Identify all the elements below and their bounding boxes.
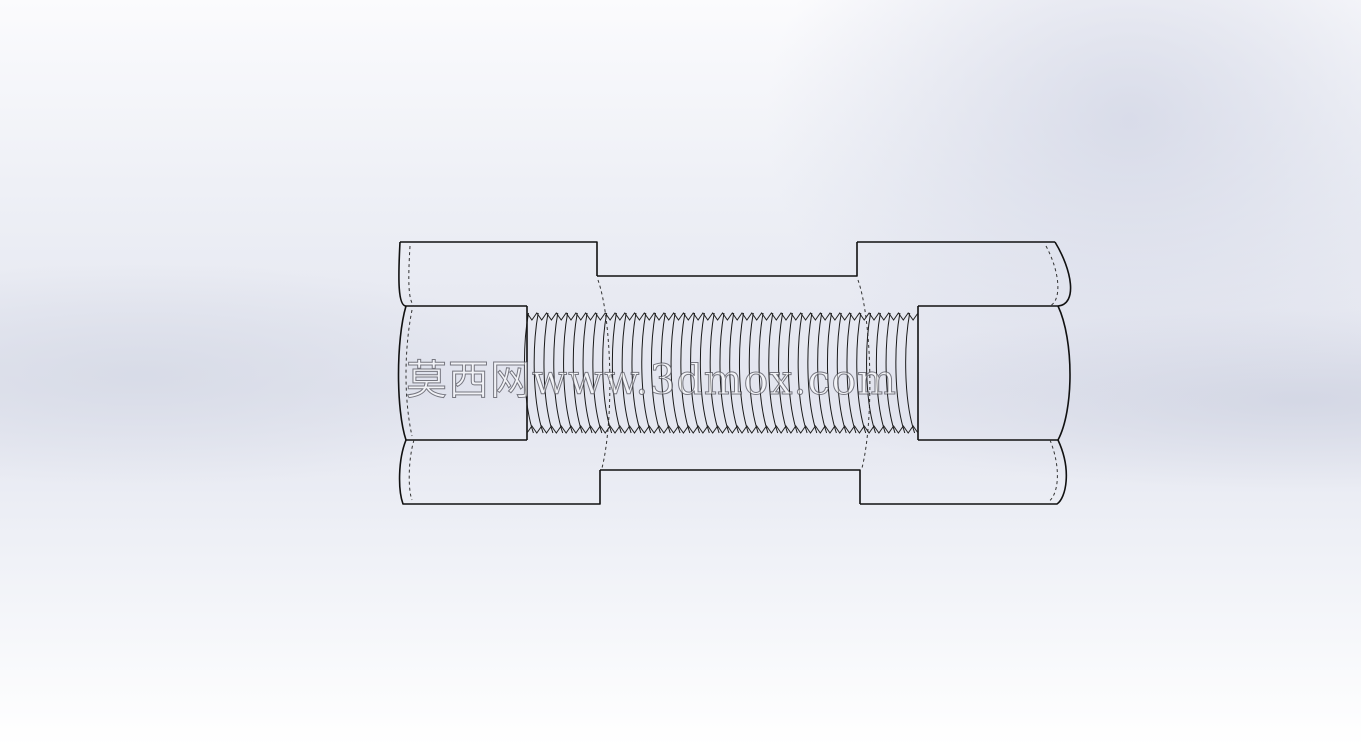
thread-crest	[719, 312, 730, 434]
thread-crest	[582, 312, 593, 434]
thread-crest	[866, 312, 876, 434]
thread-crest	[650, 312, 661, 434]
thread-crest	[895, 312, 906, 434]
thread-crest	[611, 312, 622, 434]
thread-top-profile	[526, 312, 919, 321]
thread-crest	[680, 312, 691, 434]
thread-section	[523, 312, 919, 434]
thread-crest	[875, 312, 886, 434]
thread-crest	[826, 312, 837, 434]
thread-crest	[543, 312, 554, 434]
right-hex-body	[857, 241, 1072, 505]
thread-crest	[758, 312, 769, 434]
thread-crest	[533, 312, 544, 434]
thread-crest	[699, 312, 710, 434]
thread-crest	[836, 312, 847, 434]
thread-crest	[729, 312, 740, 434]
thread-crest	[748, 312, 759, 434]
middle-neck	[597, 242, 871, 504]
thread-crest	[905, 312, 916, 434]
thread-crest	[660, 312, 671, 434]
left-hex-body	[397, 241, 601, 505]
thread-crest	[797, 312, 808, 434]
thread-crest	[817, 312, 828, 434]
thread-crest	[563, 312, 573, 434]
watermark-text: 莫西网www.3dmox.com	[405, 356, 898, 405]
thread-crest	[709, 312, 720, 434]
thread-crest	[768, 312, 779, 434]
thread-crest	[778, 312, 788, 434]
thread-crest	[846, 312, 857, 434]
thread-crest	[670, 312, 681, 434]
thread-bottom-profile	[526, 425, 919, 434]
thread-crest	[602, 312, 613, 434]
thread-crest	[885, 312, 896, 434]
thread-crest	[807, 312, 818, 434]
thread-crest	[787, 312, 798, 434]
thread-crest	[592, 312, 603, 434]
thread-crest	[738, 312, 749, 434]
thread-crest	[690, 312, 700, 434]
thread-crest	[572, 312, 583, 434]
thread-crest	[631, 312, 642, 434]
thread-crest	[856, 312, 867, 434]
thread-crest	[641, 312, 652, 434]
thread-crest	[621, 312, 632, 434]
thread-crest	[553, 312, 564, 434]
thread-crest	[523, 312, 534, 434]
